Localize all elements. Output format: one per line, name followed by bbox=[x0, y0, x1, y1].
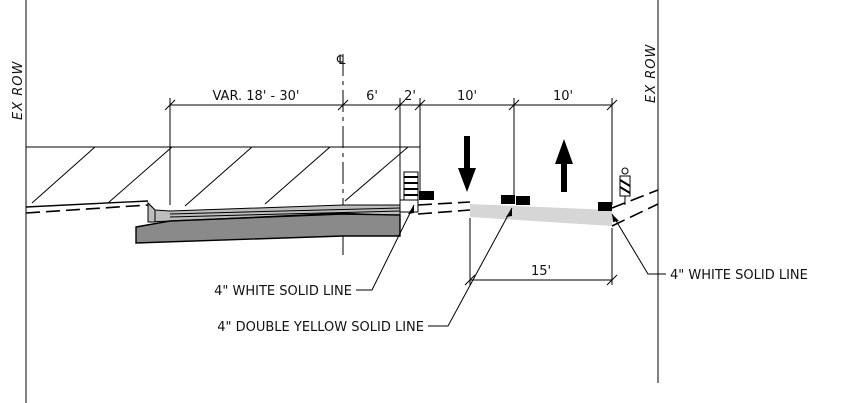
existing-ground-right-lower bbox=[611, 203, 659, 227]
centerline-symbol: ℄ bbox=[336, 53, 346, 68]
svg-text:4" WHITE SOLID LINE: 4" WHITE SOLID LINE bbox=[670, 268, 808, 283]
existing-ground-right-upper bbox=[611, 189, 659, 209]
arrow-up-icon bbox=[555, 139, 573, 192]
callout-white-left: 4" WHITE SOLID LINE bbox=[214, 204, 415, 299]
dim-lane2: 10' bbox=[553, 89, 573, 104]
existing-structure bbox=[25, 146, 421, 212]
yellow-line-mark-1 bbox=[501, 195, 515, 204]
yellow-line-mark-2 bbox=[516, 196, 530, 205]
dim-two: 2' bbox=[404, 89, 416, 104]
callout-white-right: 4" WHITE SOLID LINE bbox=[611, 213, 808, 283]
left-row-label: EX ROW bbox=[11, 60, 26, 120]
existing-ground-left bbox=[25, 204, 149, 214]
callout-double-yellow: 4" DOUBLE YELLOW SOLID LINE bbox=[217, 207, 513, 335]
dim-lane1: 10' bbox=[457, 89, 477, 104]
hazard-marker-right bbox=[619, 167, 631, 205]
dim-median: VAR. 18' - 30' bbox=[213, 89, 300, 104]
pavement-section bbox=[135, 199, 419, 244]
svg-text:4" DOUBLE YELLOW SOLID LINE: 4" DOUBLE YELLOW SOLID LINE bbox=[217, 320, 424, 335]
white-line-left-mark bbox=[419, 191, 434, 200]
existing-ground-mid bbox=[417, 201, 471, 206]
arrow-down-icon bbox=[458, 136, 476, 192]
dim-six: 6' bbox=[366, 89, 378, 104]
white-line-right-mark bbox=[598, 202, 612, 211]
hazard-marker-left bbox=[403, 171, 419, 201]
dim-fifteen: 15' bbox=[531, 264, 551, 279]
lane-pavement bbox=[470, 204, 612, 226]
right-row-label: EX ROW bbox=[644, 43, 659, 103]
existing-ground-left-solid bbox=[25, 200, 149, 208]
svg-text:4" WHITE SOLID LINE: 4" WHITE SOLID LINE bbox=[214, 284, 352, 299]
